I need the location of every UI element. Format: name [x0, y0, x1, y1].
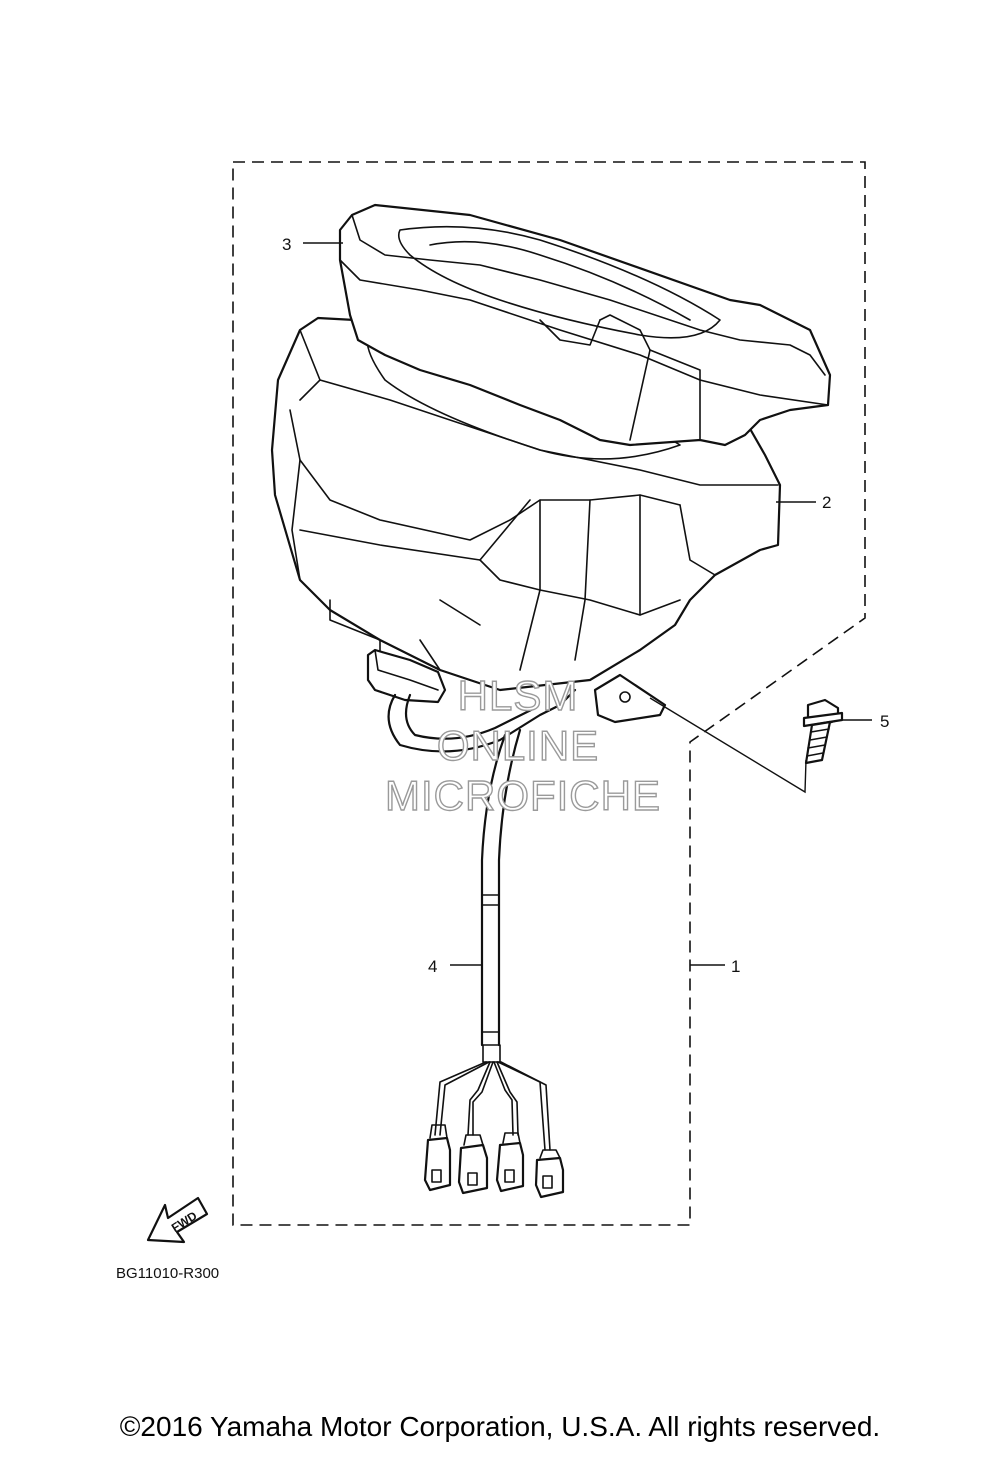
watermark: HLSM ONLINE MICROFICHE: [384, 671, 661, 819]
meter-cover: [338, 203, 832, 447]
leader-lines: [303, 242, 872, 966]
copyright-notice: ©2016 Yamaha Motor Corporation, U.S.A. A…: [119, 1411, 881, 1442]
meter-rear-boss: [366, 648, 447, 704]
connector-4: [534, 1149, 565, 1199]
mounting-bracket: [593, 673, 667, 724]
connector-2: [457, 1134, 489, 1195]
connector-3: [495, 1132, 525, 1193]
watermark-line-2: ONLINE: [437, 722, 599, 769]
callout-1: 1: [731, 957, 740, 976]
callout-2: 2: [822, 493, 831, 512]
screw: [802, 698, 844, 765]
callout-5: 5: [880, 712, 889, 731]
watermark-line-3: MICROFICHE: [385, 772, 661, 819]
watermark-line-1: HLSM: [458, 672, 579, 719]
assembly-boundary: [232, 161, 866, 1226]
wire-harness: [387, 688, 577, 1151]
callout-4: 4: [428, 957, 437, 976]
drawing-code: BG11010-R300: [116, 1265, 219, 1282]
forward-arrow-icon: FWD: [146, 1196, 209, 1244]
connector-1: [423, 1124, 452, 1192]
callout-3: 3: [282, 235, 291, 254]
